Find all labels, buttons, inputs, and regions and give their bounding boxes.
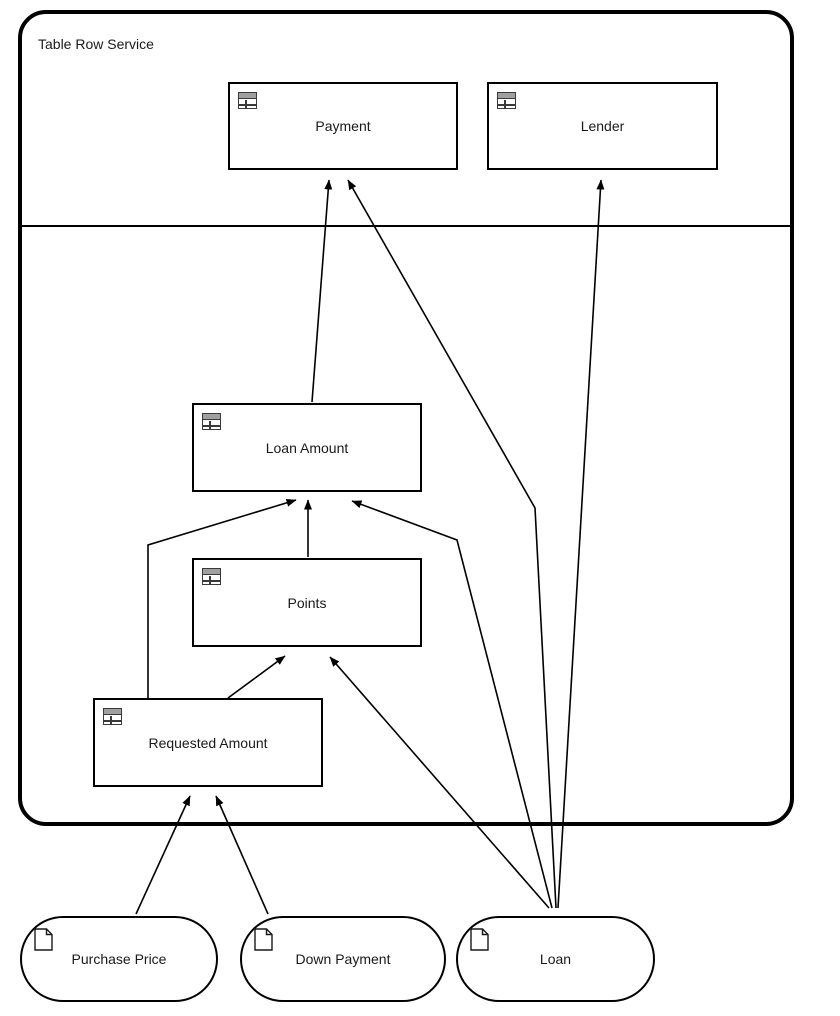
edge-loan-to-lender xyxy=(557,179,605,909)
edge-loan-to-payment xyxy=(347,179,557,909)
edge-loan-to-points xyxy=(329,656,550,909)
table-icon xyxy=(202,568,221,585)
edge-requested-to-points xyxy=(227,655,286,699)
node-loan-label: Loan xyxy=(539,951,572,967)
node-requested-amount[interactable]: Requested Amount xyxy=(93,698,323,787)
node-loan-amount[interactable]: Loan Amount xyxy=(192,403,422,492)
node-down-payment-label: Down Payment xyxy=(295,951,391,967)
edge-down-payment-to-requested xyxy=(215,795,269,915)
node-down-payment[interactable]: Down Payment xyxy=(240,916,446,1002)
node-lender-label: Lender xyxy=(580,118,625,134)
service-container-title: Table Row Service xyxy=(38,36,154,52)
node-payment-label: Payment xyxy=(315,118,371,134)
node-points[interactable]: Points xyxy=(192,558,422,647)
node-payment[interactable]: Payment xyxy=(228,82,458,170)
edge-loan-amount-to-payment xyxy=(311,179,333,403)
service-container[interactable] xyxy=(18,10,794,826)
edge-purchase-price-to-requested xyxy=(135,795,191,915)
table-icon xyxy=(202,413,221,430)
node-lender[interactable]: Lender xyxy=(487,82,718,170)
document-icon xyxy=(470,928,489,951)
node-loan[interactable]: Loan xyxy=(456,916,655,1002)
edge-loan-to-loan-amount xyxy=(351,500,553,909)
node-points-label: Points xyxy=(287,594,327,611)
node-requested-amount-label: Requested Amount xyxy=(148,734,268,751)
table-icon xyxy=(497,92,516,109)
edge-requested-to-loan-amount xyxy=(147,498,297,698)
table-icon xyxy=(238,92,257,109)
node-loan-amount-label: Loan Amount xyxy=(265,439,349,456)
node-purchase-price[interactable]: Purchase Price xyxy=(20,916,218,1002)
table-icon xyxy=(103,708,122,725)
document-icon xyxy=(34,928,53,951)
service-container-divider xyxy=(20,225,792,227)
document-icon xyxy=(254,928,273,951)
node-purchase-price-label: Purchase Price xyxy=(71,951,167,967)
